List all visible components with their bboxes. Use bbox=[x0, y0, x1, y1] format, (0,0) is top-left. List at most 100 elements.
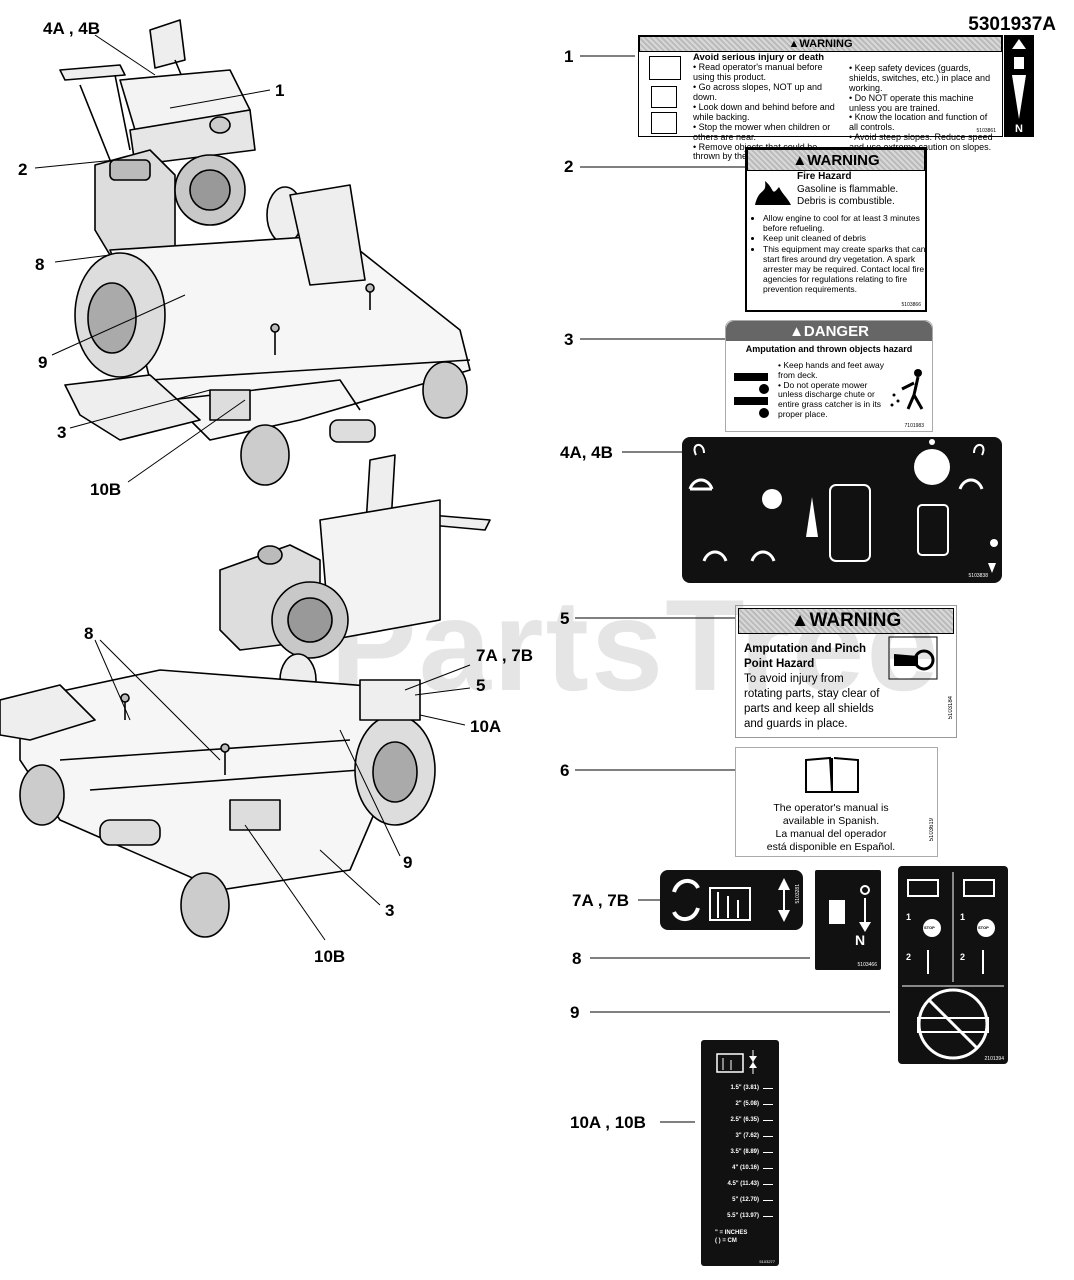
height-row: 1.5" (3.81) bbox=[707, 1080, 773, 1096]
decal-2-warning: ▲WARNING Fire Hazard Gasoline is flammab… bbox=[745, 147, 927, 312]
height-tick bbox=[763, 1215, 773, 1217]
decal-9-step1-left: 1 bbox=[906, 912, 912, 922]
callout-9-bottom: 9 bbox=[403, 853, 413, 872]
thrown-object-icon bbox=[651, 112, 677, 134]
height-value: 5.5" (13.97) bbox=[727, 1213, 759, 1219]
height-value: 5" (12.70) bbox=[732, 1197, 759, 1203]
decal-9-stop-right: STOP bbox=[978, 925, 989, 930]
north-arrow-icon bbox=[1012, 39, 1026, 119]
decal-1-right-item: • Do NOT operate this machine unless you… bbox=[849, 92, 974, 113]
decal-1-title: Avoid serious injury or death bbox=[693, 52, 825, 63]
decal-label-2: 2 bbox=[564, 157, 574, 176]
decal-9-step2-left: 2 bbox=[906, 952, 912, 962]
callout-8-bottom: 8 bbox=[84, 624, 94, 643]
decal-9-code: 2101394 bbox=[984, 1056, 1004, 1062]
height-value: 3.5" (8.89) bbox=[730, 1149, 759, 1155]
decal-10-height-list: 1.5" (3.81) 2" (5.08) 2.5" (6.35) 3" (7.62)… bbox=[707, 1080, 773, 1224]
pinch-point-icon bbox=[888, 636, 938, 680]
book-icon bbox=[805, 756, 859, 793]
callout-7a-7b-bottom: 7A , 7B bbox=[476, 646, 534, 665]
decal-5-warning: ▲WARNING Amputation and Pinch Point Haza… bbox=[735, 605, 957, 738]
callout-10b-bottom: 10B bbox=[314, 947, 346, 966]
book-icon bbox=[649, 56, 681, 80]
decal-2-line1: Gasoline is flammable. bbox=[797, 183, 899, 195]
decal-5-code: 5103184 bbox=[948, 696, 954, 720]
slope-icon bbox=[651, 86, 677, 108]
top-mower-drawing bbox=[59, 19, 471, 486]
decal-10-code: 5103277 bbox=[759, 1259, 775, 1264]
thrown-objects-icon bbox=[890, 369, 924, 410]
decal-5-title: Amputation and Pinch Point Hazard bbox=[744, 643, 867, 670]
callout-3-top: 3 bbox=[57, 423, 67, 442]
decal-1-left-item: • Stop the mower when children or others… bbox=[693, 121, 831, 142]
decal-4-control-panel: 5103838 bbox=[682, 437, 1002, 583]
callout-8-top: 8 bbox=[35, 255, 45, 274]
decal-8-letter: N bbox=[855, 932, 866, 948]
decal-9-stop-left: STOP bbox=[924, 925, 935, 930]
height-tick bbox=[763, 1183, 773, 1185]
height-tick bbox=[763, 1087, 773, 1089]
decal-1-left-item: • Look down and behind before and while … bbox=[693, 102, 835, 122]
decal-10-cut-height: 1.5" (3.81) 2" (5.08) 2.5" (6.35) 3" (7.62)… bbox=[701, 1040, 779, 1266]
decal-7-height-adjust: 5103281 bbox=[660, 870, 803, 930]
height-row: 4" (10.16) bbox=[707, 1160, 773, 1176]
decal-label-1: 1 bbox=[564, 47, 574, 66]
height-tick bbox=[763, 1151, 773, 1153]
callout-4a-4b-top: 4A , 4B bbox=[43, 19, 101, 38]
decal-label-3: 3 bbox=[564, 330, 574, 349]
height-row: 2.5" (6.35) bbox=[707, 1112, 773, 1128]
decal-7-code: 5103281 bbox=[795, 884, 801, 904]
decal-6-code: 5103619 bbox=[929, 818, 935, 842]
decal-label-8: 8 bbox=[572, 949, 582, 968]
decal-1-arrow-letter: N bbox=[1015, 123, 1023, 135]
decal-1-left-item: • Go across slopes, NOT up and down. bbox=[693, 82, 823, 103]
decal-5-header: ▲WARNING bbox=[738, 608, 954, 634]
decal-8-neutral: N 5103466 bbox=[815, 870, 881, 970]
decal-1-right-item: • Know the location and function of all … bbox=[849, 112, 988, 133]
decal-6-spanish-manual: The operator's manual is available in Sp… bbox=[735, 747, 938, 857]
decal-label-7: 7A , 7B bbox=[572, 891, 630, 910]
height-row: 5" (12.70) bbox=[707, 1192, 773, 1208]
height-value: 2.5" (6.35) bbox=[730, 1117, 759, 1123]
hand-foot-hazard-icon bbox=[734, 373, 769, 418]
decal-1-left-item: • Read operator's manual before using th… bbox=[693, 62, 823, 83]
height-tick bbox=[763, 1103, 773, 1105]
decal-2-title: Fire Hazard bbox=[797, 171, 852, 182]
decal-9-step1-right: 1 bbox=[960, 912, 966, 922]
decal-label-5: 5 bbox=[560, 609, 570, 628]
decal-2-line2: Debris is combustible. bbox=[797, 196, 895, 207]
decal-9-step2-right: 2 bbox=[960, 952, 966, 962]
part-number: 5301937A bbox=[968, 14, 1056, 35]
height-tick bbox=[763, 1119, 773, 1121]
decal-3-header: ▲DANGER bbox=[726, 321, 932, 341]
decal-3-item1: • Keep hands and feet away from deck. bbox=[778, 360, 884, 380]
decal-2-list-item: Allow engine to cool for at least 3 minu… bbox=[763, 213, 933, 233]
height-row: 4.5" (11.43) bbox=[707, 1176, 773, 1192]
decal-label-4: 4A, 4B bbox=[560, 443, 613, 462]
decal-9-stop-procedure: 1 1 2 2 STOP STOP 2101394 bbox=[898, 866, 1008, 1064]
decal-label-9: 9 bbox=[570, 1003, 580, 1022]
decal-1-right-list: • Keep safety devices (guards, shields, … bbox=[849, 63, 997, 153]
height-value: 2" (5.08) bbox=[735, 1101, 759, 1107]
height-tick bbox=[763, 1135, 773, 1137]
decal-1-warning: ▲WARNING Avoid serious injury or death •… bbox=[638, 35, 1003, 161]
height-value: 3" (7.62) bbox=[735, 1133, 759, 1139]
height-tick bbox=[763, 1199, 773, 1201]
decal-1-direction-panel: N bbox=[1004, 35, 1034, 137]
decal-6-line4: está disponible en Español. bbox=[766, 841, 896, 854]
decal-4-code: 5103838 bbox=[968, 573, 988, 579]
callout-leader-lines bbox=[34, 34, 471, 941]
control-panel-icons bbox=[688, 439, 998, 573]
neutral-arrow-icon bbox=[829, 885, 871, 932]
decal-6-line1: The operator's manual is bbox=[773, 802, 889, 814]
decal-5-body: To avoid injury from rotating parts, sta… bbox=[744, 672, 880, 730]
decal-6-line3: La manual del operador bbox=[775, 828, 887, 841]
decal-label-10: 10A , 10B bbox=[570, 1113, 646, 1132]
height-row: 3.5" (8.89) bbox=[707, 1144, 773, 1160]
height-row: 3" (7.62) bbox=[707, 1128, 773, 1144]
height-row: 2" (5.08) bbox=[707, 1096, 773, 1112]
decal-1-left-list: • Read operator's manual before using th… bbox=[693, 63, 843, 162]
height-tick bbox=[763, 1167, 773, 1169]
